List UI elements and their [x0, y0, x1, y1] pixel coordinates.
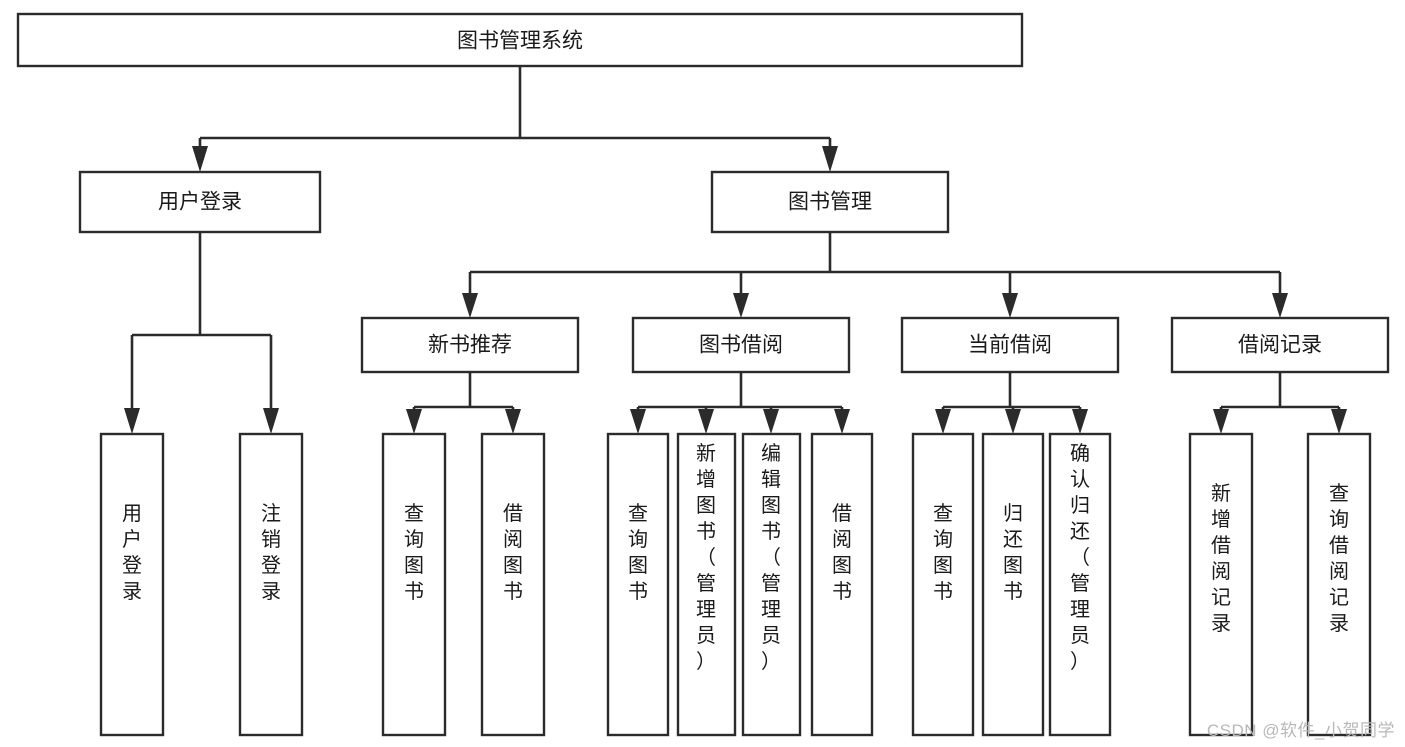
node-book-borrow[interactable]: 图书借阅 [631, 316, 851, 374]
node-leaf-borrow-lend[interactable]: 借阅图书 [810, 432, 874, 737]
node-leaf-rec-query-box[interactable] [381, 432, 447, 737]
node-loan-record-label: 借阅记录 [1238, 334, 1322, 357]
node-leaf-borrow-add[interactable]: 新增图书（管理员） [676, 432, 737, 737]
arrow-head-user-login [192, 146, 208, 172]
node-leaf-loan-confirm-box[interactable] [1048, 432, 1112, 737]
node-leaf-user-logout-label: 注销登录 [261, 502, 281, 603]
node-leaf-borrow-query-box[interactable] [606, 432, 670, 737]
arrow-head-leaf-record-query [1331, 409, 1347, 434]
node-user-login-box[interactable] [78, 170, 322, 234]
node-leaf-rec-query[interactable]: 查询图书 [381, 432, 447, 737]
node-new-book-rec-label: 新书推荐 [428, 334, 512, 357]
node-leaf-loan-return-box[interactable] [981, 432, 1045, 737]
node-book-manage-label: 图书管理 [788, 191, 872, 214]
node-leaf-loan-confirm-label: 确认归还（管理员） [1070, 442, 1090, 673]
node-leaf-user-logout-box[interactable] [238, 432, 304, 737]
node-root-label: 图书管理系统 [457, 30, 583, 53]
node-leaf-record-add[interactable]: 新增借阅记录 [1188, 432, 1254, 737]
node-new-book-rec[interactable]: 新书推荐 [360, 316, 580, 374]
node-book-manage[interactable]: 图书管理 [710, 170, 950, 234]
node-loan-record[interactable]: 借阅记录 [1170, 316, 1390, 374]
arrow-head-leaf-loan-return [1005, 409, 1021, 434]
node-leaf-record-add-label: 新增借阅记录 [1211, 482, 1231, 635]
node-book-borrow-box[interactable] [631, 316, 851, 374]
node-leaf-user-login[interactable]: 用户登录 [99, 432, 165, 737]
arrow-head-leaf-borrow-query [630, 409, 646, 434]
node-leaf-loan-return-label: 归还图书 [1003, 502, 1023, 603]
node-leaf-record-query[interactable]: 查询借阅记录 [1306, 432, 1372, 737]
node-leaf-user-login-box[interactable] [99, 432, 165, 737]
arrow-head-leaf-borrow-edit [763, 409, 779, 434]
node-leaf-record-query-box[interactable] [1306, 432, 1372, 737]
arrow-head-leaf-user-login [124, 408, 140, 434]
node-leaf-record-add-box[interactable] [1188, 432, 1254, 737]
arrow-head-loan-record [1272, 293, 1288, 318]
connector-layer [124, 66, 1347, 434]
node-leaf-borrow-lend-label: 借阅图书 [832, 502, 852, 603]
node-leaf-loan-query[interactable]: 查询图书 [911, 432, 975, 737]
node-leaf-loan-confirm[interactable]: 确认归还（管理员） [1048, 432, 1112, 737]
arrow-head-leaf-rec-borrow [505, 409, 521, 434]
arrow-head-new-book-rec [462, 293, 478, 318]
node-leaf-user-login-label: 用户登录 [122, 503, 142, 603]
node-leaf-borrow-edit-label: 编辑图书（管理员） [761, 442, 781, 673]
node-leaf-borrow-query[interactable]: 查询图书 [606, 432, 670, 737]
arrow-head-current-loan [1002, 293, 1018, 318]
leaf-node-group: 用户登录 注销登录 查询图书 借阅图书 查询图书 新增图书（管理员） [99, 432, 1372, 737]
node-current-loan-label: 当前借阅 [968, 334, 1052, 357]
node-leaf-loan-query-label: 查询图书 [933, 502, 953, 603]
node-leaf-borrow-lend-box[interactable] [810, 432, 874, 737]
node-leaf-rec-borrow-label: 借阅图书 [503, 502, 523, 603]
node-leaf-record-query-label: 查询借阅记录 [1329, 482, 1349, 635]
arrow-head-leaf-record-add [1213, 409, 1229, 434]
node-user-login-label: 用户登录 [158, 191, 242, 214]
arrow-head-leaf-user-logout [263, 408, 279, 434]
node-root-box[interactable] [16, 12, 1024, 68]
node-current-loan-box[interactable] [900, 316, 1120, 374]
arrow-head-leaf-loan-query [935, 409, 951, 434]
node-leaf-borrow-query-label: 查询图书 [628, 502, 648, 603]
arrow-head-leaf-borrow-add [698, 409, 714, 434]
node-user-login[interactable]: 用户登录 [78, 170, 322, 234]
node-leaf-borrow-edit-box[interactable] [741, 432, 802, 737]
node-leaf-loan-query-box[interactable] [911, 432, 975, 737]
node-leaf-rec-borrow-box[interactable] [480, 432, 546, 737]
arrow-head-leaf-borrow-lend [834, 409, 850, 434]
arrow-head-book-manage [822, 146, 838, 172]
node-leaf-borrow-add-box[interactable] [676, 432, 737, 737]
node-leaf-loan-return[interactable]: 归还图书 [981, 432, 1045, 737]
node-current-loan[interactable]: 当前借阅 [900, 316, 1120, 374]
node-leaf-rec-borrow[interactable]: 借阅图书 [480, 432, 546, 737]
arrow-head-book-borrow [733, 293, 749, 318]
arrow-head-leaf-loan-confirm [1072, 409, 1088, 434]
node-leaf-borrow-edit[interactable]: 编辑图书（管理员） [741, 432, 802, 737]
node-new-book-rec-box[interactable] [360, 316, 580, 374]
node-loan-record-box[interactable] [1170, 316, 1390, 374]
node-root[interactable]: 图书管理系统 [16, 12, 1024, 68]
node-leaf-borrow-add-label: 新增图书（管理员） [696, 442, 716, 673]
csdn-watermark: CSDN @软件_小贺同学 [1206, 721, 1395, 740]
node-leaf-rec-query-label: 查询图书 [404, 502, 424, 603]
arrow-head-leaf-rec-query [406, 409, 422, 434]
node-leaf-user-logout[interactable]: 注销登录 [238, 432, 304, 737]
node-book-borrow-label: 图书借阅 [699, 334, 783, 357]
node-book-manage-box[interactable] [710, 170, 950, 234]
